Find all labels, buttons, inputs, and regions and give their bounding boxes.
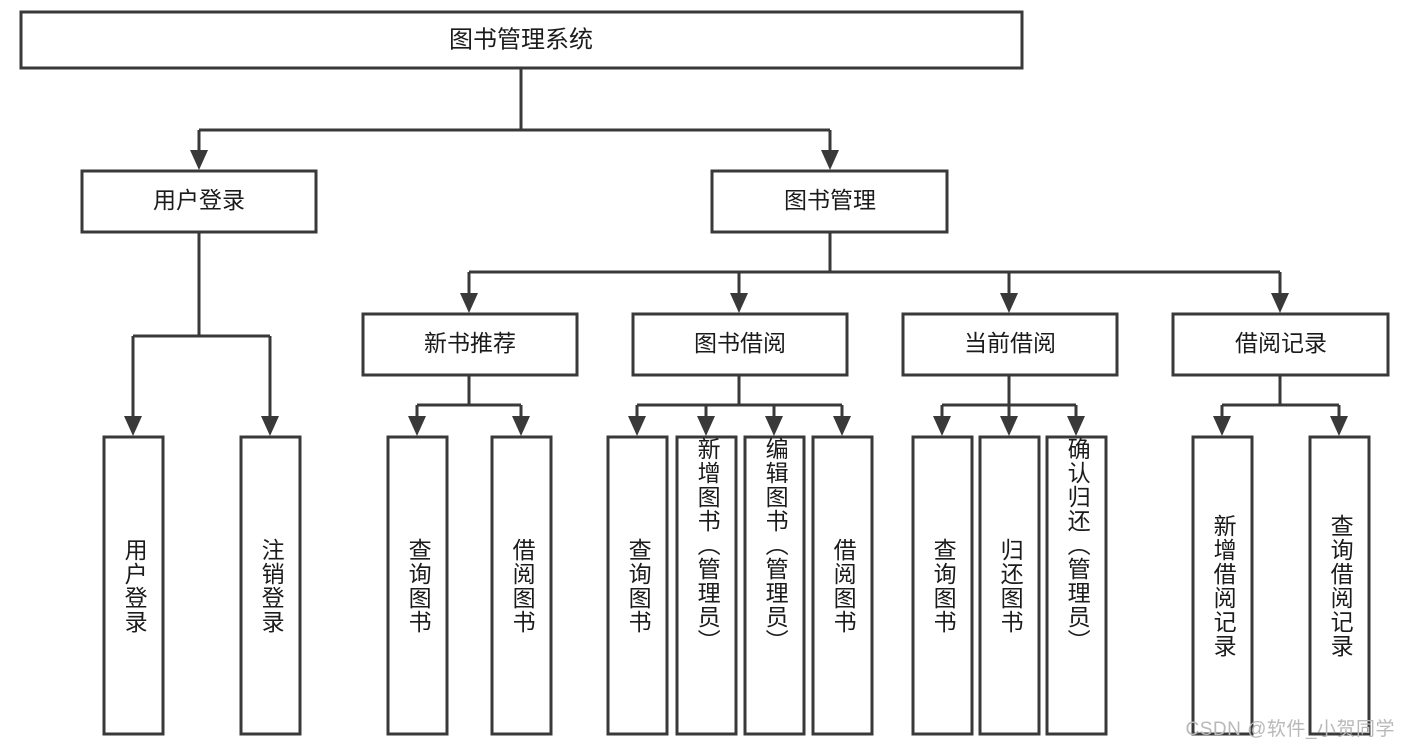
arrow-head-newbook-leaf-2 [512, 416, 530, 436]
node-user-login-label: 用户登录 [153, 187, 245, 213]
arrow-head-userlogin-leaf-2 [261, 416, 279, 436]
leaf-edit-book-box[interactable] [743, 435, 806, 736]
connector-userlogin-to-leaves [124, 232, 279, 436]
watermark: CSDN @软件_小贺同学 [1185, 719, 1395, 740]
leaf-query-borrow-record-box[interactable] [1308, 435, 1371, 736]
arrow-head-borrowrecord-leaf-2 [1330, 416, 1348, 436]
node-current-borrow[interactable]: 当前借阅 [901, 312, 1119, 377]
connector-borrowrecord-to-leaves [1213, 375, 1348, 436]
node-book-borrow[interactable]: 图书借阅 [631, 312, 849, 377]
leaf-logout-login-box[interactable] [239, 435, 302, 736]
node-new-book-recommend-label: 新书推荐 [424, 330, 516, 356]
node-user-login-box [80, 169, 318, 234]
node-borrow-record-box [1171, 312, 1390, 377]
arrow-head-userlogin-leaf-1 [124, 416, 142, 436]
leaf-borrow-book-1-box[interactable] [490, 435, 553, 736]
leaf-add-book-box[interactable] [675, 435, 738, 736]
node-user-login[interactable]: 用户登录 [80, 169, 318, 234]
node-new-book-recommend-box [361, 312, 579, 377]
node-book-borrow-box [631, 312, 849, 377]
arrow-head-currentborrow-leaf-3 [1067, 416, 1085, 436]
leaf-add-borrow-record-box[interactable] [1191, 435, 1254, 736]
node-borrow-record[interactable]: 借阅记录 [1171, 312, 1390, 377]
node-current-borrow-label: 当前借阅 [964, 330, 1056, 356]
leaf-group-new-book-recommend [386, 435, 553, 736]
leaf-query-book-1-box[interactable] [386, 435, 449, 736]
arrow-head-newbook-leaf-1 [408, 416, 426, 436]
leaf-borrow-book-2-box[interactable] [811, 435, 874, 736]
connector-bookmanage-to-level3 [460, 232, 1289, 313]
arrow-head-to-book-borrow [730, 293, 748, 313]
node-book-management[interactable]: 图书管理 [710, 169, 949, 234]
leaf-group-book-borrow [606, 435, 874, 736]
leaf-query-book-3-box[interactable] [911, 435, 974, 736]
arrow-head-currentborrow-leaf-1 [933, 416, 951, 436]
node-new-book-recommend[interactable]: 新书推荐 [361, 312, 579, 377]
leaf-query-book-2-box[interactable] [606, 435, 669, 736]
arrow-head-bookborrow-leaf-1 [628, 416, 646, 436]
leaf-group-borrow-record [1191, 435, 1371, 736]
leaf-group-user-login [102, 435, 302, 736]
leaf-user-login-box[interactable] [102, 435, 165, 736]
leaf-return-book-box[interactable] [978, 435, 1041, 736]
connector-currentborrow-to-leaves [933, 375, 1085, 436]
node-book-management-box [710, 169, 949, 234]
node-root-label: 图书管理系统 [449, 26, 593, 53]
connector-newbook-to-leaves [408, 375, 530, 436]
arrow-head-to-new-book-recommend [460, 293, 478, 313]
arrow-head-to-user-login [190, 150, 208, 170]
arrow-head-to-borrow-record [1271, 293, 1289, 313]
arrow-head-bookborrow-leaf-4 [833, 416, 851, 436]
connector-bookborrow-to-leaves [628, 375, 851, 436]
leaf-confirm-return-box[interactable] [1045, 435, 1108, 736]
arrow-head-bookborrow-leaf-2 [697, 416, 715, 436]
leaf-group-current-borrow [911, 435, 1108, 736]
arrow-head-bookborrow-leaf-3 [765, 416, 783, 436]
node-book-borrow-label: 图书借阅 [694, 330, 786, 356]
arrow-head-to-current-borrow [1000, 293, 1018, 313]
node-book-management-label: 图书管理 [784, 187, 876, 213]
arrow-head-currentborrow-leaf-2 [1000, 416, 1018, 436]
connector-root-to-level2 [190, 68, 839, 170]
arrow-head-to-book-manage [821, 150, 839, 170]
arrow-head-borrowrecord-leaf-1 [1213, 416, 1231, 436]
node-borrow-record-label: 借阅记录 [1235, 330, 1327, 356]
node-root-box [19, 10, 1024, 70]
node-current-borrow-box [901, 312, 1119, 377]
node-root-book-management-system[interactable]: 图书管理系统 [19, 10, 1024, 70]
